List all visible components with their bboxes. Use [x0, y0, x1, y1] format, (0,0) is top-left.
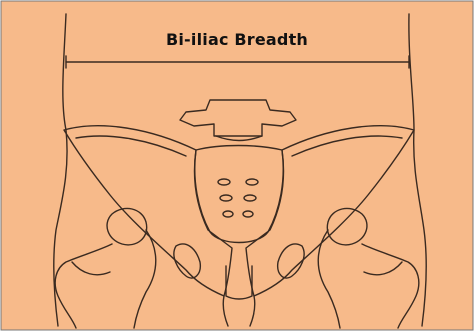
bi-iliac-breadth-label: Bi-iliac Breadth: [0, 30, 474, 49]
